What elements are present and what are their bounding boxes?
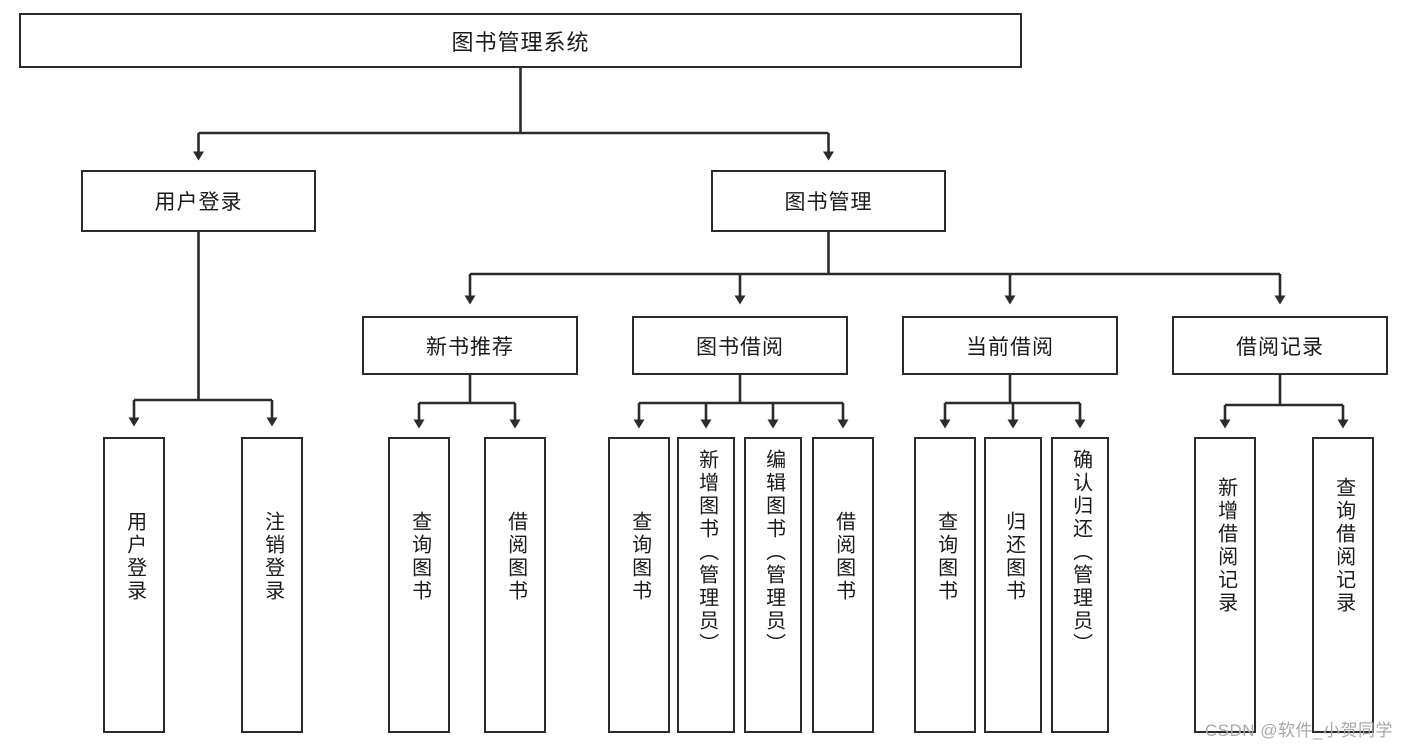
node-book-borrow-label: 图书借阅 — [696, 335, 784, 359]
leaf-return-book-label: 归还图书 — [1002, 511, 1025, 603]
leaf-borrow-book-recommend[interactable]: 借阅图书 — [484, 437, 546, 733]
node-new-book-recommend-label: 新书推荐 — [426, 335, 514, 359]
node-user-login-label: 用户登录 — [154, 191, 243, 214]
leaf-user-logout[interactable]: 注销登录 — [241, 437, 303, 733]
leaf-edit-book-label: 编辑图书（管理员） — [762, 449, 785, 656]
node-borrow-record-label: 借阅记录 — [1236, 335, 1324, 359]
leaf-edit-book[interactable]: 编辑图书（管理员） — [744, 437, 802, 733]
leaf-query-book-borrow-label: 查询图书 — [628, 511, 651, 603]
leaf-add-book-label: 新增图书（管理员） — [695, 449, 718, 656]
node-user-login[interactable]: 用户登录 — [81, 170, 316, 232]
leaf-query-book-recommend-label: 查询图书 — [408, 511, 431, 603]
leaf-add-borrow-record[interactable]: 新增借阅记录 — [1194, 437, 1256, 733]
leaf-borrow-book-recommend-label: 借阅图书 — [504, 511, 527, 603]
leaf-query-borrow-record-label: 查询借阅记录 — [1332, 477, 1355, 615]
node-new-book-recommend[interactable]: 新书推荐 — [362, 316, 578, 375]
csdn-watermark: CSDN @软件_小贺同学 — [1204, 721, 1393, 740]
node-current-borrow[interactable]: 当前借阅 — [902, 316, 1118, 375]
leaf-return-book[interactable]: 归还图书 — [984, 437, 1042, 733]
leaf-query-book-recommend[interactable]: 查询图书 — [388, 437, 450, 733]
leaf-confirm-return[interactable]: 确认归还（管理员） — [1051, 437, 1109, 733]
leaf-user-login[interactable]: 用户登录 — [103, 437, 165, 733]
leaf-user-logout-label: 注销登录 — [261, 511, 284, 603]
leaf-user-login-label: 用户登录 — [123, 511, 146, 603]
leaf-query-book-borrow[interactable]: 查询图书 — [608, 437, 670, 733]
leaf-query-book-current-label: 查询图书 — [934, 511, 957, 603]
leaf-add-borrow-record-label: 新增借阅记录 — [1214, 477, 1237, 615]
node-book-management-label: 图书管理 — [784, 191, 873, 214]
node-book-borrow[interactable]: 图书借阅 — [632, 316, 848, 375]
leaf-query-borrow-record[interactable]: 查询借阅记录 — [1312, 437, 1374, 733]
node-root-label: 图书管理系统 — [451, 29, 590, 55]
leaf-query-book-current[interactable]: 查询图书 — [914, 437, 976, 733]
node-borrow-record[interactable]: 借阅记录 — [1172, 316, 1388, 375]
node-root[interactable]: 图书管理系统 — [19, 13, 1022, 68]
leaf-borrow-book-label: 借阅图书 — [832, 511, 855, 603]
node-book-management[interactable]: 图书管理 — [711, 170, 946, 232]
node-current-borrow-label: 当前借阅 — [966, 335, 1054, 359]
leaf-borrow-book[interactable]: 借阅图书 — [812, 437, 874, 733]
leaf-confirm-return-label: 确认归还（管理员） — [1069, 449, 1092, 656]
leaf-add-book[interactable]: 新增图书（管理员） — [677, 437, 735, 733]
